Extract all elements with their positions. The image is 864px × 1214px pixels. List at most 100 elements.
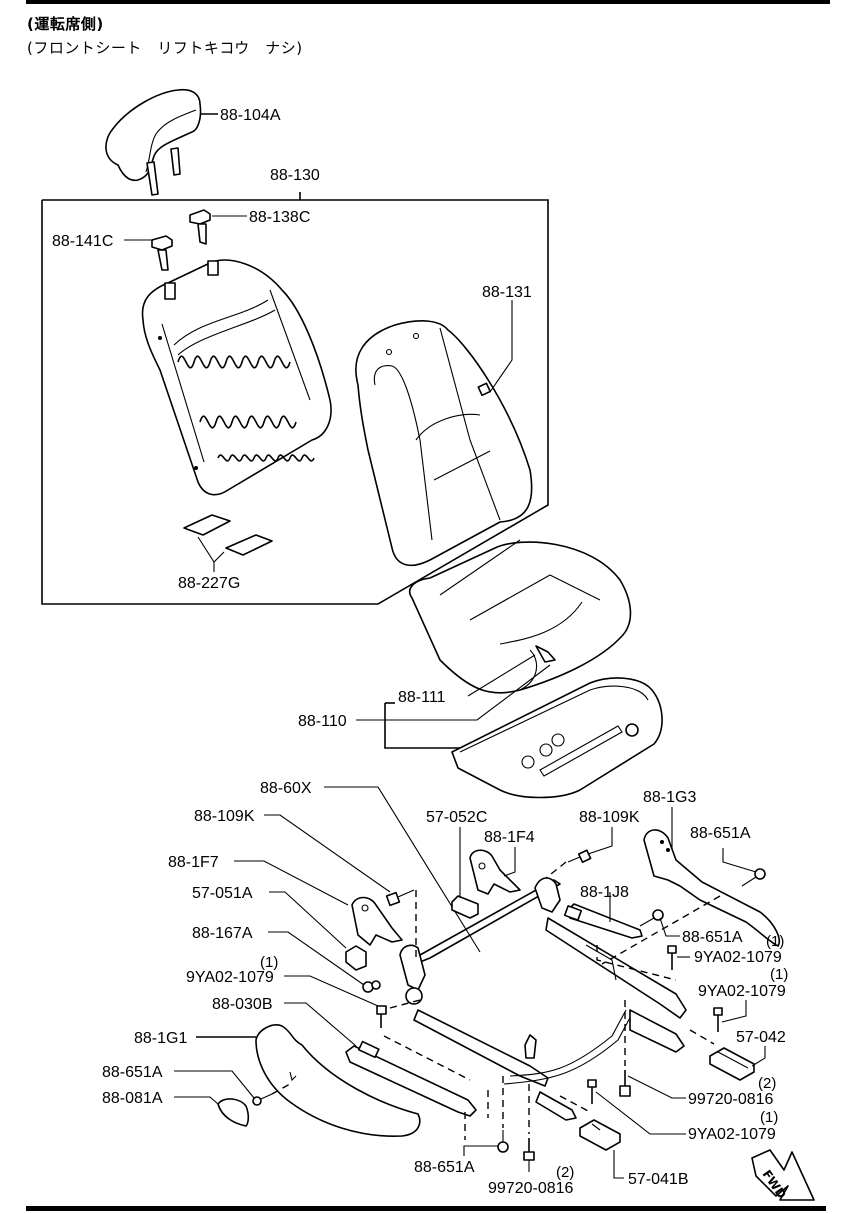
bolt-99720-0816-bottom-part[interactable] xyxy=(523,1138,535,1161)
cover-88-1F7-part[interactable] xyxy=(351,896,403,946)
leader-57-051A xyxy=(269,891,347,949)
callout-9YA02-1079-right-2[interactable]: 9YA02-1079 xyxy=(698,983,786,1000)
leader-88-109K-right xyxy=(587,827,613,855)
screw-88-651A-shield-part[interactable] xyxy=(252,1093,273,1106)
callout-88-1G3[interactable]: 88-1G3 xyxy=(643,789,696,806)
seat-cushion-trim-88-111-part[interactable] xyxy=(408,539,632,694)
callout-88-167A[interactable]: 88-167A xyxy=(192,925,253,942)
leader-88-651A-bottom xyxy=(463,1145,498,1156)
callout-88-030B[interactable]: 88-030B xyxy=(212,996,273,1013)
cushion-pan-part[interactable] xyxy=(451,677,663,799)
rail-cover-57-042-part[interactable] xyxy=(709,1047,755,1081)
side-shield-88-1G1-part[interactable] xyxy=(255,1024,421,1137)
knob-88-081A-part[interactable] xyxy=(217,1098,250,1127)
rail-cover-57-041B-part[interactable] xyxy=(579,1119,621,1151)
bottom-border-rule xyxy=(26,1206,826,1211)
callout-88-651A-right-top[interactable]: 88-651A xyxy=(690,825,751,842)
callout-labels: 88-104A 88-130 88-138C 88-141C 88-131 88… xyxy=(52,107,788,1197)
callout-99720-0816-bottom-qty: (2) xyxy=(556,1164,574,1181)
bolt-9YA02-1079-right-2-part[interactable] xyxy=(713,1007,723,1032)
bracket-57-051A-part[interactable] xyxy=(345,945,367,971)
headrest-guide-88-138C-part[interactable] xyxy=(189,209,211,245)
callout-57-051A[interactable]: 57-051A xyxy=(192,885,253,902)
callout-88-1F4[interactable]: 88-1F4 xyxy=(484,829,535,846)
callout-88-109K-right[interactable]: 88-109K xyxy=(579,809,640,826)
callout-88-141C[interactable]: 88-141C xyxy=(52,233,113,250)
screw-88-651A-right-mid-part[interactable] xyxy=(639,909,664,927)
rail-cover-88-030B-part[interactable] xyxy=(345,1040,477,1117)
forward-direction-arrow-icon: FWD xyxy=(751,1149,815,1201)
callout-88-138C[interactable]: 88-138C xyxy=(249,209,310,226)
leader-88-131 xyxy=(489,300,513,393)
callout-88-1J8[interactable]: 88-1J8 xyxy=(580,884,629,901)
callout-57-041B[interactable]: 57-041B xyxy=(628,1171,689,1188)
headrest-part[interactable] xyxy=(105,88,202,196)
bolt-88-109K-left-part[interactable] xyxy=(385,889,415,907)
callout-57-042[interactable]: 57-042 xyxy=(736,1029,786,1046)
callout-9YA02-1079-right-2-qty: (1) xyxy=(770,966,788,983)
leader-88-167A xyxy=(268,931,365,986)
callout-99720-0816-bottom[interactable]: 99720-0816 xyxy=(488,1180,574,1197)
seat-adjuster-frame-88-60X-part[interactable] xyxy=(399,877,687,1121)
callout-9YA02-1079-right-3-qty: (1) xyxy=(760,1109,778,1126)
cover-88-1F4-part[interactable] xyxy=(469,849,521,895)
callout-88-081A[interactable]: 88-081A xyxy=(102,1090,163,1107)
clip-88-167A-part[interactable] xyxy=(362,980,381,993)
callout-88-111[interactable]: 88-111 xyxy=(398,689,446,706)
screw-88-651A-right-top-part[interactable] xyxy=(741,868,766,887)
callout-88-651A-bottom[interactable]: 88-651A xyxy=(414,1159,475,1176)
callout-99720-0816-right-qty: (2) xyxy=(758,1075,776,1092)
bolt-9YA02-1079-right-1-part[interactable] xyxy=(667,945,677,970)
callout-9YA02-1079-right-1[interactable]: 9YA02-1079 xyxy=(694,949,782,966)
leader-88-1F7 xyxy=(234,860,349,906)
callout-9YA02-1079-right-1-qty: (1) xyxy=(766,933,784,950)
bolt-88-109K-right-part[interactable] xyxy=(567,849,592,864)
leader-57-041B xyxy=(613,1150,624,1179)
callout-88-110[interactable]: 88-110 xyxy=(298,713,347,730)
seatback-trim-88-131-part[interactable] xyxy=(355,320,533,567)
callout-88-60X[interactable]: 88-60X xyxy=(260,780,312,797)
leader-88-081A xyxy=(174,1096,219,1105)
callout-88-1G1[interactable]: 88-1G1 xyxy=(134,1030,187,1047)
callout-88-131[interactable]: 88-131 xyxy=(482,284,532,301)
leader-88-111-and-88-110 xyxy=(356,654,551,749)
shield-88-1G3-part[interactable] xyxy=(643,829,780,947)
seatback-frame-part[interactable] xyxy=(141,259,332,496)
screw-88-651A-bottom-part[interactable] xyxy=(497,1130,509,1153)
header-side-note: (運転席側) xyxy=(27,15,104,33)
bolt-9YA02-1079-left-part[interactable] xyxy=(376,1005,387,1028)
callout-9YA02-1079-left[interactable]: 9YA02-1079 xyxy=(186,969,274,986)
callout-88-651A-right-mid[interactable]: 88-651A xyxy=(682,929,743,946)
bolt-9YA02-1079-right-3-part[interactable] xyxy=(587,1079,597,1104)
bracket-57-052C-part[interactable] xyxy=(451,895,479,919)
callout-99720-0816-right[interactable]: 99720-0816 xyxy=(688,1091,774,1108)
headrest-guide-88-141C-part[interactable] xyxy=(151,235,173,271)
leader-88-1F4 xyxy=(503,847,516,877)
leader-88-030B xyxy=(284,1002,357,1047)
lever-88-1J8-part[interactable] xyxy=(563,903,643,939)
callout-88-651A-shield[interactable]: 88-651A xyxy=(102,1064,163,1081)
callout-57-052C[interactable]: 57-052C xyxy=(426,809,487,826)
leader-88-651A-shield xyxy=(174,1070,255,1099)
leader-9YA02-1079-left xyxy=(284,975,379,1007)
pad-88-227G-part[interactable] xyxy=(183,514,273,556)
callout-9YA02-1079-left-qty: (1) xyxy=(260,954,278,971)
callout-9YA02-1079-right-3[interactable]: 9YA02-1079 xyxy=(688,1126,776,1143)
header-seat-type-note: (フロントシート リフトキコウ ナシ) xyxy=(27,39,303,57)
leader-88-60X xyxy=(324,786,481,953)
callout-88-130[interactable]: 88-130 xyxy=(270,167,320,184)
leader-88-109K-left xyxy=(264,814,391,893)
callout-88-109K-left[interactable]: 88-109K xyxy=(194,808,255,825)
leader-88-227G xyxy=(197,536,225,563)
callout-88-104A[interactable]: 88-104A xyxy=(220,107,281,124)
leader-9YA02-1079-right-3 xyxy=(595,1091,686,1135)
callout-88-227G[interactable]: 88-227G xyxy=(178,575,240,592)
bolt-99720-0816-right-part[interactable] xyxy=(619,1070,631,1097)
top-border-rule xyxy=(26,0,830,4)
leader-9YA02-1079-right-2 xyxy=(721,1000,747,1023)
leader-88-651A-right-mid xyxy=(659,917,680,937)
callout-88-1F7[interactable]: 88-1F7 xyxy=(168,854,219,871)
leader-88-651A-right-top xyxy=(722,848,757,873)
leader-99720-0816-right xyxy=(627,1075,686,1099)
